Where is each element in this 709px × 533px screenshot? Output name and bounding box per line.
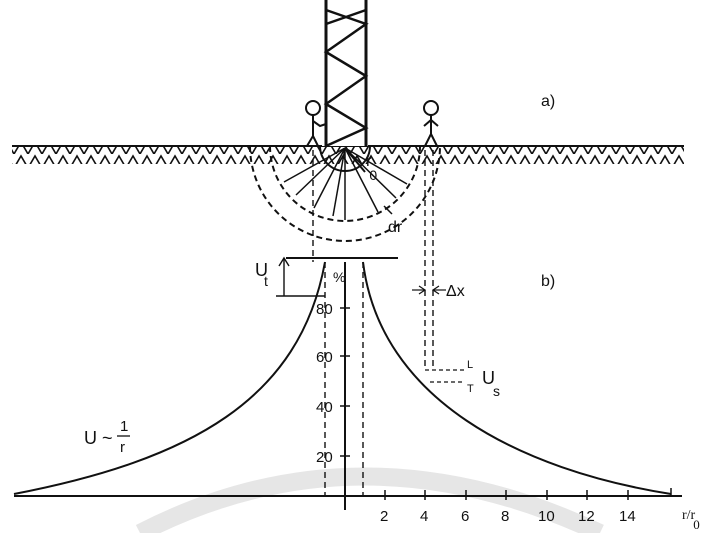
person-step-voltage [423, 100, 439, 147]
x-tick-14: 14 [619, 508, 636, 525]
x-tick-6: 6 [461, 508, 469, 525]
projection-lines [312, 150, 434, 496]
radius-label-sub: 0 [369, 167, 377, 183]
formula-u: U ~ [84, 428, 113, 448]
x-axis-label-sub: 0 [693, 517, 700, 532]
y-unit-percent: % [333, 269, 345, 285]
inverse-law-formula: U ~ 1 r [84, 418, 130, 456]
touch-voltage-sub: t [264, 273, 268, 289]
y-axis: 80 60 40 20 % [316, 262, 350, 510]
step-voltage-sub: s [493, 383, 500, 399]
electrode-hemisphere [249, 145, 441, 242]
x-tick-10: 10 [538, 508, 555, 525]
x-tick-8: 8 [501, 508, 509, 525]
panel-label-a: a) [541, 93, 555, 110]
step-marker-t: T [467, 383, 474, 395]
panel-label-b: b) [541, 273, 555, 290]
step-marker-l: L [467, 359, 473, 371]
y-tick-40: 40 [316, 399, 333, 416]
delta-x-label: Δx [446, 283, 465, 300]
formula-numerator: 1 [120, 418, 128, 435]
x-tick-4: 4 [420, 508, 428, 525]
formula-denominator: r [120, 439, 125, 456]
y-tick-60: 60 [316, 349, 333, 366]
x-tick-2: 2 [380, 508, 388, 525]
shell-thickness-label: dr [388, 219, 403, 236]
y-tick-80: 80 [316, 301, 333, 318]
watermark-arc [135, 467, 604, 533]
step-distance-marker: Δx [412, 283, 465, 300]
x-tick-12: 12 [578, 508, 595, 525]
person-touching-tower [305, 100, 327, 147]
potential-curve [13, 257, 672, 495]
y-tick-20: 20 [316, 449, 333, 466]
transmission-tower [322, 0, 369, 148]
